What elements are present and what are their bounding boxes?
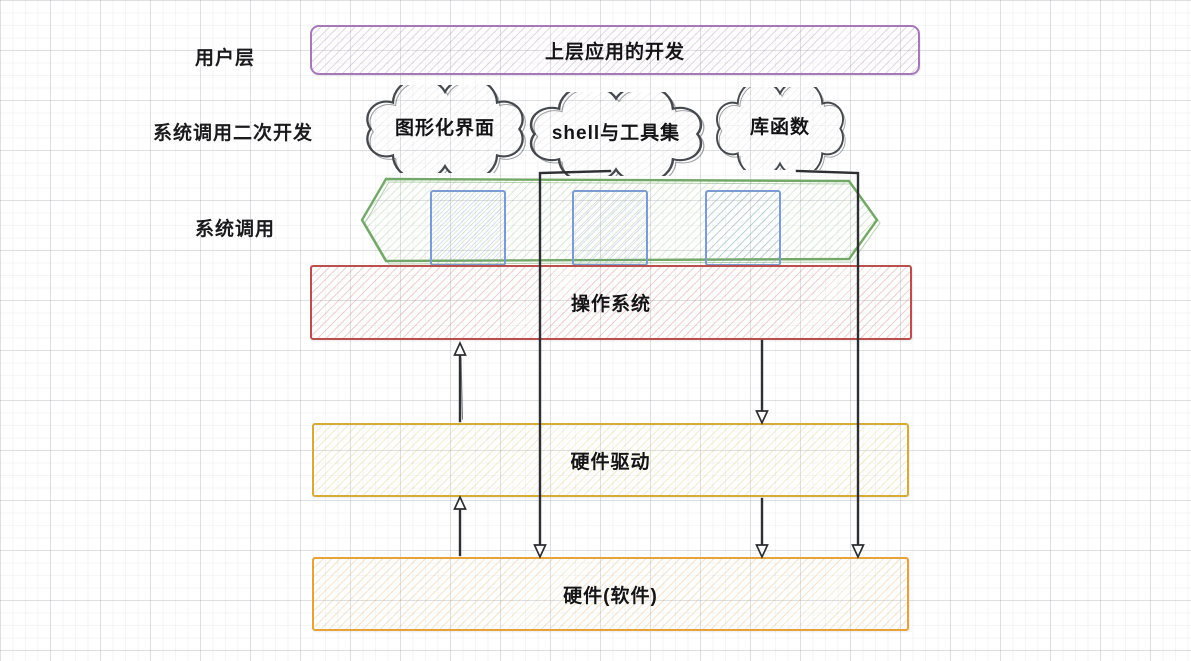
arrowhead-hw-driver-up — [453, 494, 467, 510]
arrowhead-driver-hw-down — [755, 544, 769, 560]
cloud-lib-shape — [716, 87, 846, 170]
hardware-box-label: 硬件(软件) — [563, 585, 658, 607]
arrowhead-lib-down — [851, 544, 865, 560]
cloud-shell-label: shell与工具集 — [551, 122, 681, 144]
syscall-slot-2 — [572, 190, 648, 266]
arrowhead-os-driver-down — [755, 410, 769, 426]
hardware-box: 硬件(软件) — [312, 557, 909, 631]
cloud-lib: 库函数 — [711, 87, 849, 170]
cloud-shell-shape — [529, 92, 705, 176]
arrowhead-shell-down — [533, 544, 547, 560]
app-dev-box: 上层应用的开发 — [310, 25, 920, 75]
driver-box: 硬件驱动 — [312, 423, 909, 497]
app-dev-box-label: 上层应用的开发 — [544, 41, 685, 63]
syscall-dev-label: 系统调用二次开发 — [152, 123, 313, 144]
cloud-lib-label: 库函数 — [749, 117, 810, 138]
arrowhead-driver-os-up — [453, 340, 467, 356]
cloud-gui: 图形化界面 — [360, 85, 530, 173]
syscall-slot-1 — [430, 190, 506, 266]
syscall-slot-3 — [705, 190, 781, 266]
driver-box-label: 硬件驱动 — [570, 451, 651, 473]
os-box: 操作系统 — [310, 265, 912, 340]
os-box-label: 操作系统 — [570, 294, 651, 315]
cloud-shell: shell与工具集 — [523, 92, 709, 176]
arrow-driver-to-os-sketch — [460, 357, 464, 420]
cloud-gui-shape — [366, 85, 526, 173]
user-layer-label: 用户层 — [194, 48, 255, 69]
syscall-label: 系统调用 — [194, 219, 275, 240]
cloud-gui-label: 图形化界面 — [394, 117, 495, 139]
